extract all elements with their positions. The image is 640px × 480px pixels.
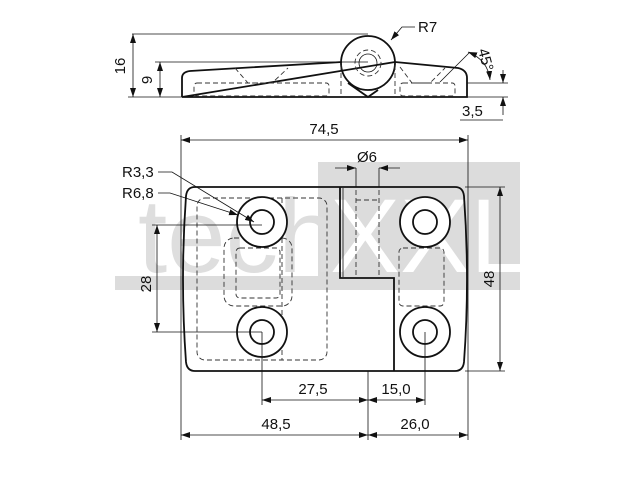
side-view: 16 9 R7 45° 3,5 (112, 19, 508, 121)
dim-hole-spacing: 28 (138, 276, 155, 293)
dim-chamfer-depth: 3,5 (462, 103, 483, 120)
dim-left-leaf-width: 48,5 (261, 416, 290, 433)
pin (358, 53, 378, 73)
dim-overall-width: 74,5 (309, 121, 338, 138)
dim-pin-diameter: Ø6 (357, 149, 377, 166)
dim-height-16: 16 (112, 58, 129, 75)
top-view: 74,5 Ø6 R3,3 R6,8 28 48 27,5 15,0 48,5 2… (122, 121, 505, 440)
watermark-tech: tech (138, 178, 336, 295)
mounting-holes (236, 196, 451, 358)
dim-chamfer-angle: 45° (474, 47, 496, 73)
knuckle (340, 35, 396, 91)
dim-height-9: 9 (139, 76, 156, 84)
dim-knuckle-radius: R7 (418, 19, 437, 36)
dim-boss-radius: R6,8 (122, 185, 154, 202)
leaf-split-line (339, 187, 395, 371)
dim-hole-to-axis-left: 27,5 (298, 381, 327, 398)
dim-hole-to-axis-right: 15,0 (381, 381, 410, 398)
plate-outline (182, 186, 468, 372)
side-outline (181, 61, 468, 98)
pin-hidden (354, 49, 382, 77)
dim-hole-radius: R3,3 (122, 164, 154, 181)
knuckle-joint (347, 82, 379, 99)
dim-overall-height: 48 (481, 271, 498, 288)
dim-right-leaf-width: 26,0 (400, 416, 429, 433)
